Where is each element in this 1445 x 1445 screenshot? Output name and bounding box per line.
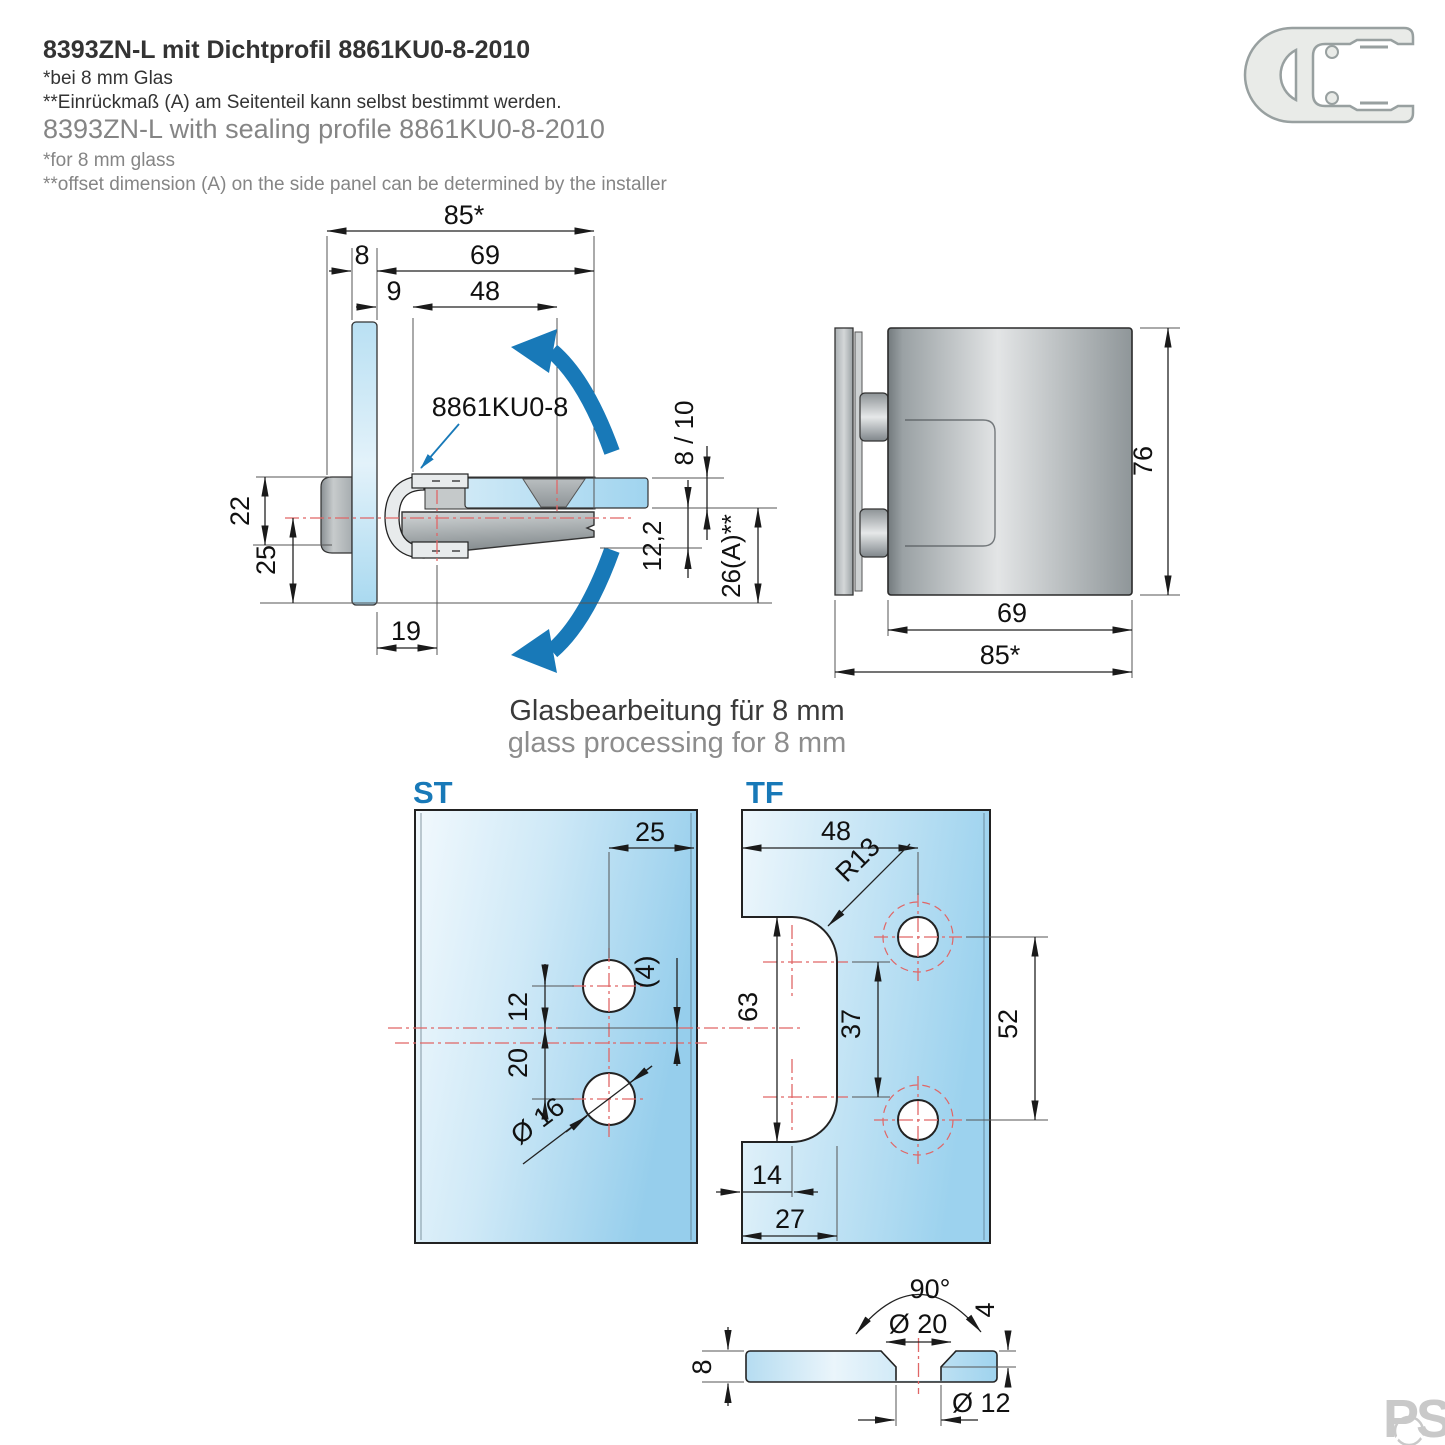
dim-48-tf-label: 48 — [821, 816, 851, 846]
st-glass-panel: 25 12 20 (4) Ø 16 — [388, 809, 803, 1244]
dim-12-label: 12 — [503, 992, 533, 1022]
side-glass-edge — [834, 327, 854, 596]
dim-76-label: 76 — [1128, 446, 1158, 476]
dim-d12-label: Ø 12 — [952, 1388, 1011, 1418]
dim-9-label: 9 — [386, 276, 401, 306]
seal-profile-bottom-arm — [411, 541, 469, 559]
dim-25-label: 25 — [251, 545, 281, 575]
dim-52-label: 52 — [993, 1009, 1023, 1039]
swing-arrow-down-icon — [546, 547, 620, 658]
body-seam — [905, 419, 996, 547]
dim-37-label: 37 — [836, 1009, 866, 1039]
dim-depth-4-label: 4 — [970, 1302, 1000, 1317]
note2-german: **Einrückmaß (A) am Seitenteil kann selb… — [43, 92, 562, 113]
ps-logo-swoosh-icon — [1394, 1428, 1425, 1441]
dim-63-label: 63 — [733, 992, 763, 1022]
dim-85-front-label: 85* — [980, 640, 1021, 670]
dim-d20-label: Ø 20 — [889, 1309, 948, 1339]
dim-48-label: 48 — [470, 276, 500, 306]
side-view: 85* 8 69 9 48 22 25 19 8 / 10 12,2 26(A)… — [225, 200, 777, 673]
dim-26a-label: 26(A)** — [716, 514, 746, 598]
ps-logo: PS — [1383, 1389, 1445, 1445]
dim-14-label: 14 — [752, 1160, 782, 1190]
swing-arrow-up-icon — [546, 344, 620, 455]
hinge-body — [887, 327, 1133, 596]
front-view: 76 69 85* — [834, 327, 1180, 678]
boss-lower — [859, 508, 889, 558]
sealing-profile-icon — [1243, 26, 1415, 124]
dim-thickness-8-label: 8 — [687, 1359, 717, 1374]
dim-69-label: 69 — [470, 240, 500, 270]
seal-profile-leader — [420, 423, 460, 469]
dim-8-label: 8 — [354, 240, 369, 270]
countersunk-screw — [522, 478, 586, 508]
dim-90deg-label: 90° — [910, 1274, 951, 1304]
boss-upper — [859, 392, 889, 442]
dim-25-st-label: 25 — [635, 817, 665, 847]
st-panel-label: ST — [413, 775, 453, 810]
plate-edge — [854, 331, 863, 592]
wall-plate — [320, 476, 353, 554]
dim-85-overall-label: 85* — [444, 200, 485, 230]
ps-logo-emblem-icon — [1393, 1415, 1425, 1445]
dim-12-2-label: 12,2 — [637, 521, 667, 572]
dim-69-front-label: 69 — [997, 598, 1027, 628]
title-german: 8393ZN-L mit Dichtprofil 8861KU0-8-2010 — [43, 36, 531, 64]
dim-22-label: 22 — [225, 496, 255, 526]
dim-20-label: 20 — [503, 1048, 533, 1078]
note1-german: *bei 8 mm Glas — [43, 68, 173, 89]
tf-glass-panel: 48 R13 63 37 52 14 27 — [716, 809, 1048, 1244]
dim-offset-4-label: (4) — [630, 956, 660, 989]
note1-english: *for 8 mm glass — [43, 150, 175, 171]
glass-processing-title-de: Glasbearbeitung für 8 mm — [509, 695, 844, 727]
dim-19-label: 19 — [391, 616, 421, 646]
swing-arrow-down-head-icon — [511, 629, 557, 673]
title-english: 8393ZN-L with sealing profile 8861KU0-8-… — [43, 114, 605, 144]
dim-27-label: 27 — [775, 1204, 805, 1234]
seal-profile-callout-label: 8861KU0-8 — [432, 392, 569, 422]
tf-panel-label: TF — [746, 775, 784, 810]
note2-english: **offset dimension (A) on the side panel… — [43, 174, 667, 195]
side-panel-glass — [351, 321, 378, 606]
swing-arrow-up-head-icon — [511, 329, 557, 373]
dim-glass-thickness-label: 8 / 10 — [669, 400, 699, 465]
countersink-section: 90° Ø 20 4 8 Ø 12 — [687, 1274, 1016, 1426]
glass-processing-title-en: glass processing for 8 mm — [508, 727, 846, 759]
